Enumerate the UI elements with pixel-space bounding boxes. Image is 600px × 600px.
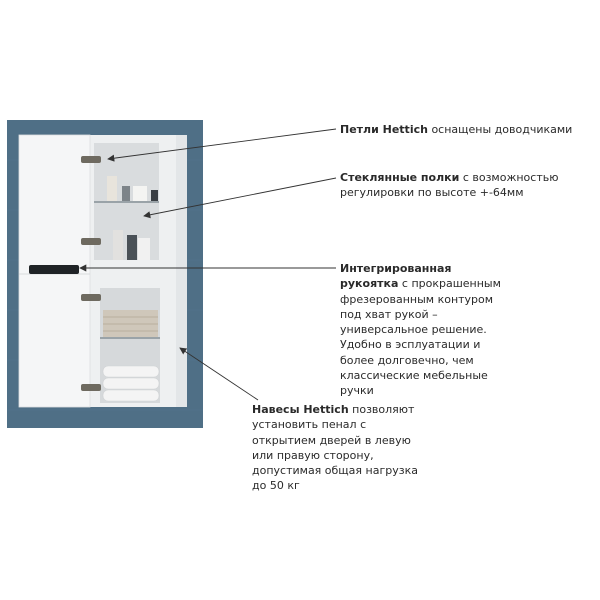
note-mounts-text: позволяют установить пенал с открытием д… <box>252 403 418 493</box>
note-shelves-text: с возможностью регулировки по высоте +-6… <box>340 171 559 200</box>
note-handle-text: с прокрашенным фрезерованным контуром по… <box>340 277 501 398</box>
basket <box>103 310 158 337</box>
note-hinges-title: Петли Hettich <box>340 123 428 136</box>
note-mounts: Навесы Hettich позволяют установить пена… <box>252 402 427 494</box>
cabinet-photo <box>7 120 203 428</box>
note-hinges: Петли Hettich оснащены доводчиками <box>340 122 572 137</box>
note-shelves: Стеклянные полки с возможностью регулиро… <box>340 170 590 201</box>
integrated-handle <box>29 265 79 274</box>
note-mounts-title: Навесы Hettich <box>252 403 349 416</box>
note-hinges-text: оснащены доводчиками <box>427 123 573 136</box>
note-handle-title: Интегрированная рукоятка <box>340 262 452 291</box>
hinges <box>81 156 101 391</box>
note-shelves-title: Стеклянные полки <box>340 171 460 184</box>
note-handle: Интегрированная рукоятка с прокрашенным … <box>340 261 510 399</box>
